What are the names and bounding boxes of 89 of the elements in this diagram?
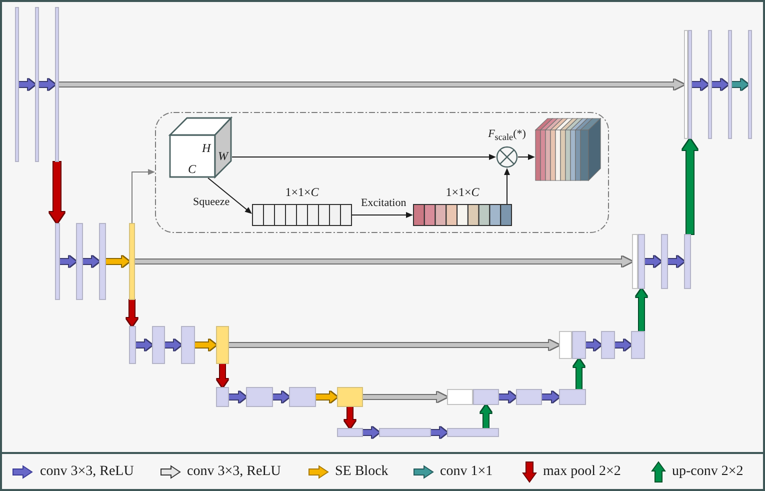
block-arrow [195, 340, 216, 350]
feature-map-bar [631, 331, 645, 359]
feature-map-bar [684, 234, 691, 289]
feature-map-bar [337, 387, 363, 407]
feature-map-bar [129, 326, 136, 364]
dimension-label: 1×1×C [446, 186, 480, 200]
feature-map-bar [473, 389, 499, 405]
feature-map-bar [181, 326, 195, 364]
feature-map-bar [559, 389, 586, 405]
legend-label: up-conv 2×2 [672, 464, 744, 480]
arrow [232, 154, 496, 160]
block-arrow [636, 289, 647, 331]
feature-map-bar [246, 387, 273, 407]
dimension-label: W [218, 150, 228, 164]
feature-map-bar [708, 30, 712, 139]
dimension-label: C [188, 163, 196, 176]
block-arrow [60, 256, 76, 267]
block-arrow [83, 256, 99, 267]
legend-label: max pool 2×2 [543, 464, 621, 480]
feature-map-bar [55, 223, 60, 300]
block-arrow [19, 79, 35, 90]
block-arrow [682, 139, 698, 234]
feature-map-bar [638, 234, 645, 289]
block-arrow [431, 427, 447, 438]
arrow [208, 178, 252, 214]
operation-label: F$_{scale}$(*) [488, 128, 526, 142]
feature-map-bar [572, 331, 586, 359]
arrow [352, 212, 414, 218]
feature-map-bar [661, 234, 668, 289]
block-arrow [499, 392, 516, 402]
dimension-label: 1×1×C [285, 186, 319, 200]
legend-label: conv 1×1 [440, 464, 493, 480]
feature-map-bar [379, 428, 431, 437]
legend-label: conv 3×3, ReLU [187, 464, 281, 480]
feature-map-bar [688, 30, 692, 139]
feature-map-bar [447, 428, 499, 437]
block-arrow [316, 392, 337, 402]
feature-map-bar [152, 326, 165, 364]
feature-map-bar [516, 389, 542, 405]
block-arrow [106, 256, 129, 267]
arrow [504, 168, 510, 204]
block-arrow [668, 256, 684, 267]
feature-map-bar [76, 223, 83, 300]
feature-map-bar [632, 234, 638, 289]
block-arrow [574, 359, 584, 389]
block-arrow [126, 300, 138, 326]
block-arrow [712, 79, 728, 90]
block-arrow [363, 427, 379, 438]
feature-map-bar [35, 7, 39, 162]
feature-map-bar [559, 331, 572, 359]
block-arrow [229, 340, 559, 350]
block-arrow [542, 392, 559, 402]
feature-map-bar [55, 7, 59, 162]
block-arrow [344, 407, 356, 428]
feature-map-bar [728, 30, 732, 139]
feature-map-bar [748, 30, 752, 139]
feature-map-bar [216, 387, 229, 407]
block-arrow [692, 79, 708, 90]
feature-map-bar [99, 223, 106, 300]
block-arrow [229, 392, 246, 402]
feature-map-bar [15, 7, 19, 162]
block-arrow [615, 340, 631, 350]
block-arrow [273, 392, 289, 402]
feature-map-bar [216, 326, 229, 364]
block-arrow [645, 256, 661, 267]
block-arrow [135, 256, 632, 266]
block-arrow [136, 340, 152, 350]
block-arrow [363, 392, 447, 402]
edge-label: Squeeze [193, 196, 230, 208]
dimension-label: H [202, 142, 211, 156]
legend-label: conv 3×3, ReLU [40, 464, 134, 480]
feature-map-bar [601, 331, 615, 359]
feature-map-bar [447, 389, 473, 405]
block-arrow [732, 79, 748, 90]
feature-map-bar [129, 223, 135, 300]
block-arrow [50, 162, 64, 223]
feature-map-bar [337, 428, 363, 437]
arrow [518, 154, 536, 160]
edge-label: Excitation [361, 197, 406, 210]
block-arrow [480, 405, 492, 428]
block-arrow [586, 340, 601, 350]
block-arrow [165, 340, 181, 350]
block-arrow [39, 79, 55, 90]
arrow [132, 169, 156, 224]
block-arrow [217, 364, 228, 387]
feature-map-bar [289, 387, 316, 407]
legend-label: SE Block [335, 464, 388, 480]
feature-map-bar [684, 30, 688, 139]
block-arrow [59, 80, 684, 90]
